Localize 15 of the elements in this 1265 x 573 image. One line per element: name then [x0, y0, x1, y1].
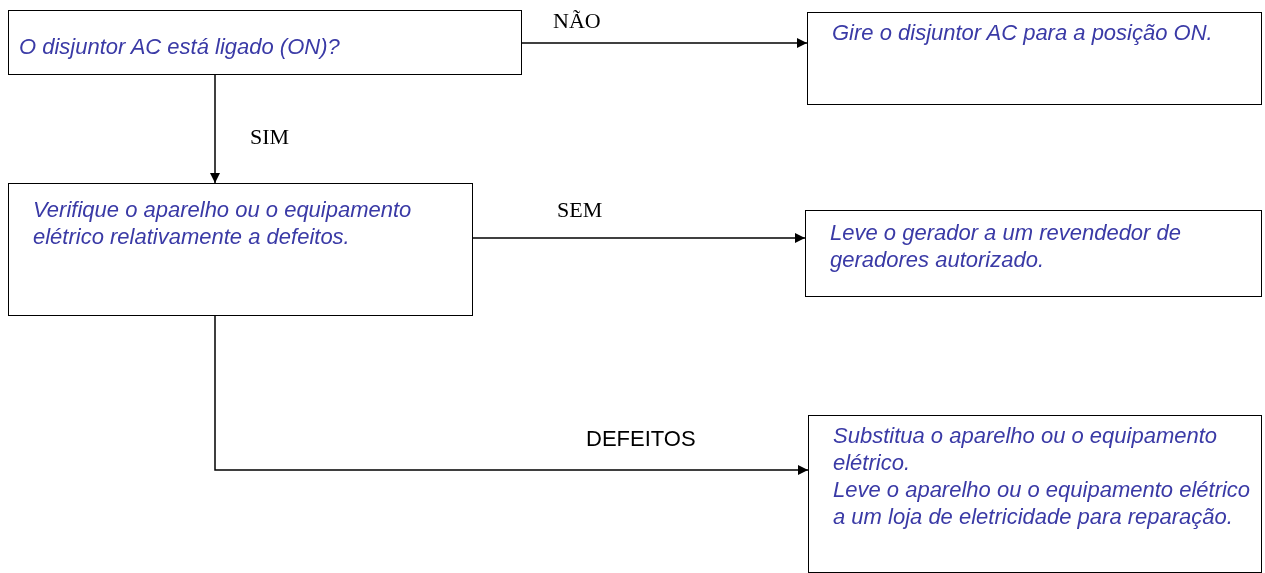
arrow [521, 38, 808, 48]
step-text: Gire o disjuntor AC para a posição ON. [832, 19, 1214, 46]
step-text: Leve o aparelho ou o equipamento elétrico a um loja de eletricidade para reparação. [833, 476, 1251, 530]
process-box [8, 10, 522, 75]
process-box [808, 415, 1262, 573]
step-text: Verifique o aparelho ou o equipamento elétrico relativamente a defeitos. [33, 196, 413, 250]
process-box [807, 12, 1262, 105]
step-text: O disjuntor AC está ligado (ON)? [19, 33, 341, 60]
process-box [8, 183, 473, 316]
arrow [472, 233, 806, 243]
step-text: Substitua o aparelho ou o equipamento elétrico. [833, 422, 1219, 476]
arrow [214, 315, 809, 475]
process-box [805, 210, 1262, 297]
arrow [210, 74, 220, 184]
step-text: Leve o gerador a um revendedor de geradores autorizado. [830, 219, 1182, 273]
